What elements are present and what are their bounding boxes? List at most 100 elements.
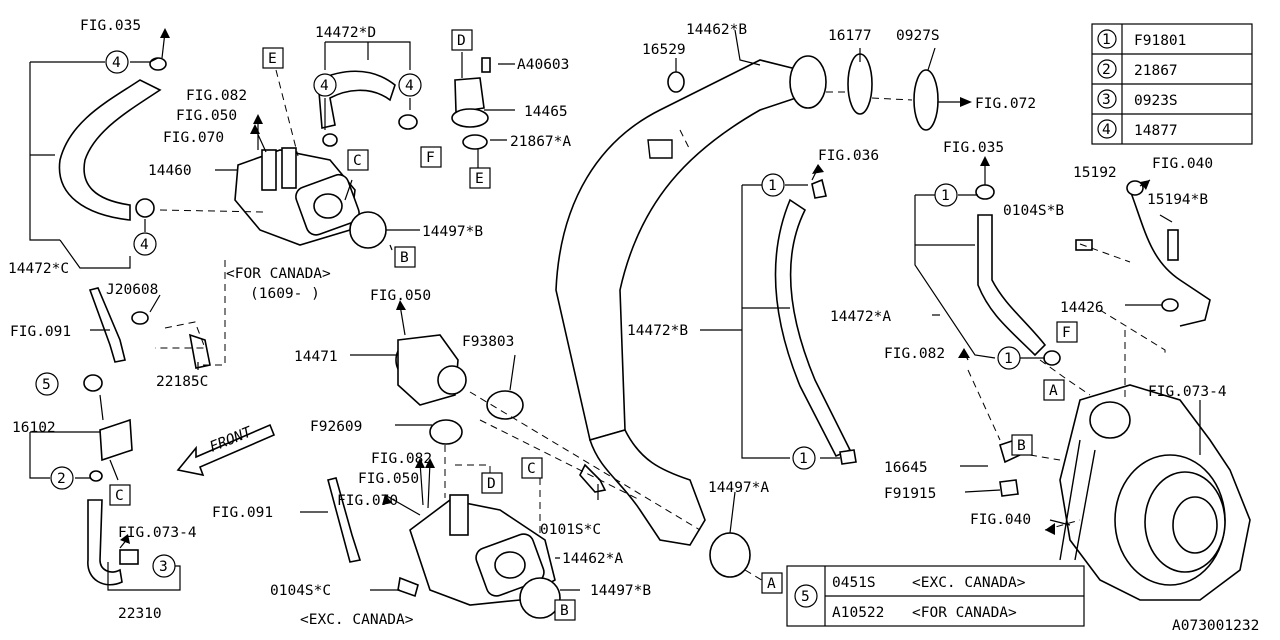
legend5-note: <EXC. CANADA> [912,575,1026,591]
label-f92609: F92609 [310,419,362,435]
boxed-letters: E C B D E F F A B C D C B A [109,29,1078,621]
circle-ref-1: 1 [941,188,950,204]
label-fig0734-a: FIG.073-4 [1148,384,1227,400]
pipe-14472a-center-part [774,178,857,465]
label-0101sc: 0101S*C [540,522,601,538]
legend-table: 1 2 3 4 F91801 21867 0923S 14877 [1091,23,1253,145]
box-letter-b-right: B [1017,438,1026,454]
label-14497b-b: 14497*B [590,583,651,599]
valve-14471-part [395,334,524,445]
label-fig0734-b: FIG.073-4 [118,525,197,541]
circle-ref-1: 1 [799,451,808,467]
label-fig035-a: FIG.035 [80,18,141,34]
label-fig036: FIG.036 [818,148,879,164]
label-15194b: 15194*B [1147,192,1208,208]
circle-ref-4: 4 [140,237,149,253]
label-14462a: 14462*A [562,551,623,567]
pipe-right-part [975,180,1211,366]
label-14472b: 14472*B [627,323,688,339]
callout-labels: FIG.035 14472*D FIG.082 FIG.050 FIG.070 … [8,18,1259,634]
box-letter-d-top: D [457,33,466,49]
valve-14462a-part [397,463,751,619]
legend-code: F91801 [1134,33,1186,49]
label-fig082-c: FIG.082 [884,346,945,362]
circle-ref-1: 1 [1004,351,1013,367]
circle-ref-4: 4 [405,78,414,94]
hose-14472c-part [58,57,167,221]
label-14497b-a: 14497*B [422,224,483,240]
circle-ref-1: 1 [768,178,777,194]
label-14471: 14471 [294,349,338,365]
turbocharger-part [999,384,1251,601]
label-16529: 16529 [642,42,686,58]
label-fig091-a: FIG.091 [10,324,71,340]
legend-num: 4 [1102,122,1111,138]
label-fig050-c: FIG.050 [358,471,419,487]
legend-num: 1 [1102,32,1111,48]
label-fig070-a: FIG.070 [163,130,224,146]
box-letter-a-bottom: A [767,576,776,592]
label-21867a: 21867*A [510,134,571,150]
box-letter-a-right: A [1049,383,1058,399]
label-0927s: 0927S [896,28,940,44]
intercooler-duct-part [555,53,939,546]
fig-arrows [120,28,1150,544]
label-14497a: 14497*A [708,480,769,496]
legend-num: 3 [1102,92,1111,108]
legend5-code: A10522 [832,605,884,621]
legend-code: 0923S [1134,93,1178,109]
legend-num: 2 [1102,62,1111,78]
label-j20608: J20608 [106,282,158,298]
legend5-num: 5 [801,589,810,605]
legend-code: 21867 [1134,63,1178,79]
circle-ref-3: 3 [159,559,168,575]
label-14472c: 14472*C [8,261,69,277]
label-f93803: F93803 [462,334,514,350]
label-exc-canada: <EXC. CANADA> [300,612,414,628]
label-22185c: 22185C [156,374,208,390]
front-direction-arrow: FRONT [176,423,276,477]
box-letter-f-top: F [426,150,435,166]
legend5-table: 5 0451S <EXC. CANADA> A10522 <FOR CANADA… [786,565,1085,627]
label-fig091-b: FIG.091 [212,505,273,521]
circle-ref-4: 4 [320,78,329,94]
label-date-range: (1609- ) [250,286,320,302]
label-fig035-b: FIG.035 [943,140,1004,156]
label-fig050-a: FIG.050 [176,108,237,124]
circle-ref-5: 5 [42,377,51,393]
label-14472d: 14472*D [315,25,376,41]
legend5-code: 0451S [832,575,876,591]
label-f91915: F91915 [884,486,936,502]
diagram-id: A073001232 [1172,618,1259,634]
label-15192: 15192 [1073,165,1117,181]
label-16102: 16102 [12,420,56,436]
circle-refs: 4 4 4 4 1 1 1 1 5 2 3 [35,50,1021,578]
label-for-canada: <FOR CANADA> [226,266,331,282]
label-a40603: A40603 [517,57,569,73]
label-fig082-a: FIG.082 [186,88,247,104]
label-16645: 16645 [884,460,928,476]
box-letter-b-bottom: B [560,603,569,619]
box-letter-d-mid: D [487,476,496,492]
box-letter-c-left: C [115,488,124,504]
solenoid-16102-part [83,287,362,586]
label-fig082-b: FIG.082 [371,451,432,467]
box-letter-e-top: E [268,51,277,67]
label-fig050-b: FIG.050 [370,288,431,304]
label-0104sc: 0104S*C [270,583,331,599]
label-fig072: FIG.072 [975,96,1036,112]
box-letter-c-top: C [353,153,362,169]
box-letter-e-small: E [475,171,484,187]
label-22310: 22310 [118,606,162,622]
label-0104sb: 0104S*B [1003,203,1064,219]
label-fig070-b: FIG.070 [337,493,398,509]
label-14465: 14465 [524,104,568,120]
label-14462b: 14462*B [686,22,747,38]
valve-14460-part [234,70,418,249]
circle-ref-4: 4 [112,55,121,71]
legend-code: 14877 [1134,123,1178,139]
label-14426: 14426 [1060,300,1104,316]
label-14460: 14460 [148,163,192,179]
